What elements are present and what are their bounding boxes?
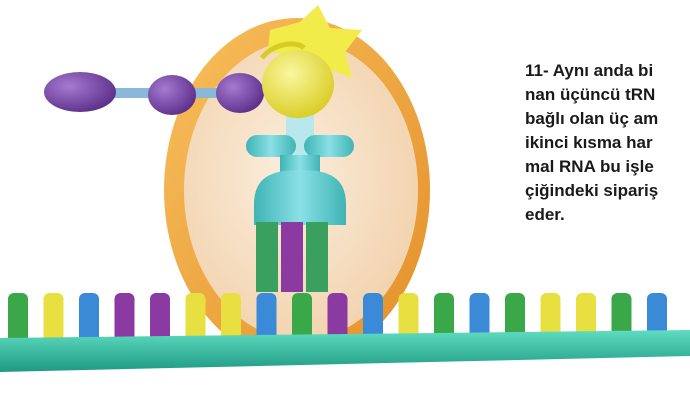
caption-line-6: çiğindeki sipariş — [525, 179, 690, 203]
amino-acid-1 — [44, 72, 116, 112]
amino-acid-3 — [216, 73, 264, 113]
caption-line-5: mal RNA bu işle — [525, 155, 690, 179]
trna-left-arm — [246, 135, 296, 157]
anticodon-leg-right — [306, 222, 328, 292]
caption-line-7: eder. — [525, 203, 690, 227]
mrna-backbone-group — [0, 330, 690, 372]
trna-right-arm — [304, 135, 354, 157]
trna-body — [254, 170, 346, 225]
mrna-backbone — [0, 330, 690, 372]
caption-line-3: bağlı olan üç am — [525, 107, 690, 131]
caption-line-1: 11- Aynı anda bi — [525, 59, 690, 83]
anticodon-leg-middle — [281, 222, 303, 292]
peptide-chain — [44, 72, 265, 115]
caption-line-4: ikinci kısma har — [525, 131, 690, 155]
amino-acid-2 — [148, 75, 196, 115]
caption-text: 11- Aynı anda bi nan üçüncü tRN bağlı ol… — [525, 59, 690, 227]
anticodon — [256, 222, 328, 292]
anticodon-leg-left — [256, 222, 278, 292]
caption-line-2: nan üçüncü tRN — [525, 83, 690, 107]
mrna-base-yellow — [44, 293, 64, 345]
mrna-base-green — [8, 293, 28, 345]
yellow-ball — [262, 50, 334, 118]
